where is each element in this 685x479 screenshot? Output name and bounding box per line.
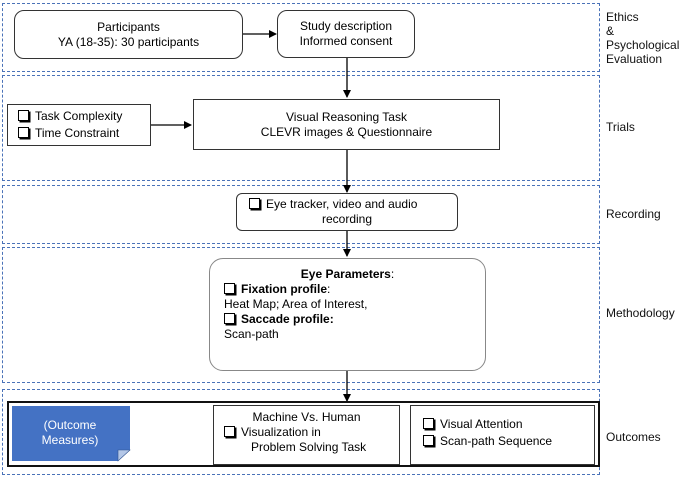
stage-label-methodology: Methodology bbox=[606, 306, 675, 320]
condition-item: Time Constraint bbox=[18, 125, 150, 142]
result-item: Visual Attention bbox=[423, 416, 594, 433]
checkbox-icon bbox=[224, 313, 235, 324]
comparison-line3: Problem Solving Task bbox=[251, 440, 367, 454]
checkbox-icon bbox=[18, 110, 29, 121]
outcome-measures-line1: (Outcome bbox=[44, 418, 97, 432]
stage-panel-ethics bbox=[2, 3, 600, 72]
stage-label-ethics: Ethics & Psychological Evaluation bbox=[606, 10, 680, 66]
participants-detail: YA (18-35): 30 participants bbox=[57, 34, 200, 49]
stage-label-recording: Recording bbox=[606, 207, 661, 221]
recording-box: Eye tracker, video and audio recording bbox=[236, 193, 458, 231]
result-item: Scan-path Sequence bbox=[423, 433, 594, 450]
study-description-box: Study description Informed consent bbox=[277, 10, 415, 58]
saccade-profile-detail: Scan-path bbox=[224, 327, 279, 341]
fixation-profile-detail: Heat Map; Area of Interest, bbox=[224, 297, 368, 311]
conditions-box: Task Complexity Time Constraint bbox=[7, 104, 151, 146]
task-line2: CLEVR images & Questionnaire bbox=[260, 124, 433, 139]
recording-line2: recording bbox=[321, 212, 373, 226]
comparison-line1: Machine Vs. Human bbox=[252, 410, 361, 424]
study-description-line1: Study description bbox=[299, 19, 393, 33]
checkbox-icon bbox=[249, 198, 260, 209]
eye-parameters-box: Eye Parameters: Fixation profile: Heat M… bbox=[209, 258, 486, 371]
stage-label-trials: Trials bbox=[606, 120, 635, 134]
stage-panel-trials bbox=[2, 75, 600, 181]
fixation-profile-label: Fixation profile bbox=[241, 282, 328, 296]
checkbox-icon bbox=[224, 426, 235, 437]
study-description-line2: Informed consent bbox=[299, 34, 393, 48]
outcome-measures-line2: Measures) bbox=[42, 433, 99, 447]
condition-item: Task Complexity bbox=[18, 108, 150, 125]
results-box: Visual Attention Scan-path Sequence bbox=[410, 405, 595, 465]
eye-parameters-heading: Eye Parameters bbox=[300, 267, 391, 281]
stage-label-outcomes: Outcomes bbox=[606, 430, 661, 444]
checkbox-icon bbox=[423, 418, 434, 429]
saccade-profile-label: Saccade profile: bbox=[241, 312, 334, 326]
visual-reasoning-task-box: Visual Reasoning Task CLEVR images & Que… bbox=[193, 99, 500, 150]
recording-line1: Eye tracker, video and audio bbox=[266, 197, 418, 211]
stage-panel-methodology bbox=[2, 247, 600, 383]
participants-title: Participants bbox=[97, 19, 160, 34]
comparison-line2: Visualization in bbox=[241, 425, 321, 439]
comparison-box: Machine Vs. Human Visualization in Probl… bbox=[213, 405, 400, 465]
checkbox-icon bbox=[423, 435, 434, 446]
checkbox-icon bbox=[18, 127, 29, 138]
outcome-measures-note: (Outcome Measures) bbox=[12, 406, 131, 462]
task-line1: Visual Reasoning Task bbox=[286, 109, 407, 124]
checkbox-icon bbox=[224, 283, 235, 294]
stage-panel-recording bbox=[2, 185, 600, 244]
outcomes-frame bbox=[7, 401, 600, 467]
participants-box: Participants YA (18-35): 30 participants bbox=[14, 10, 243, 59]
